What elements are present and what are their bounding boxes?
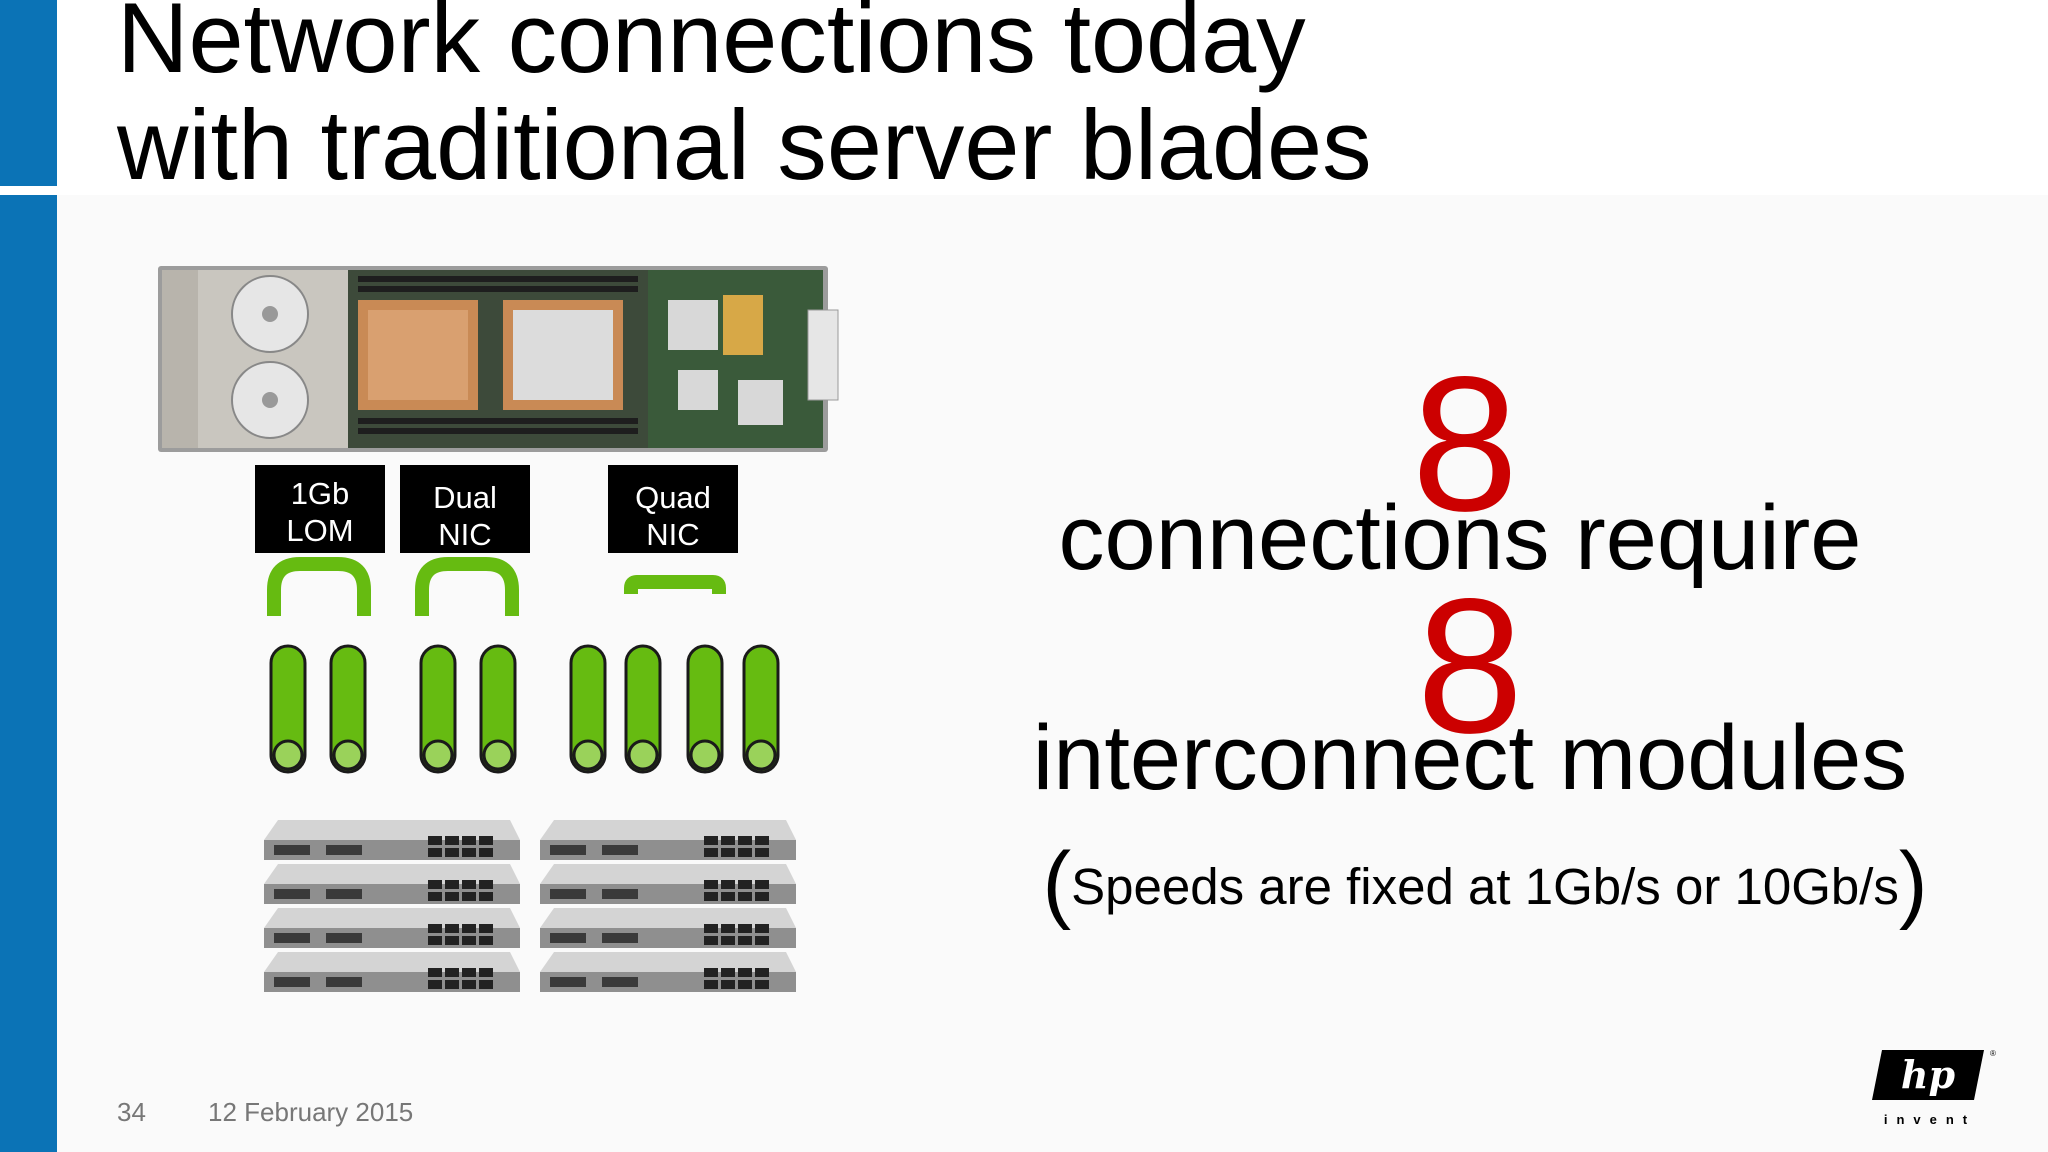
quad-nic-bracket xyxy=(624,575,726,594)
connector-dual-1 xyxy=(419,644,457,774)
interconnect-module-8 xyxy=(540,952,796,992)
adapter-label-quad-nic: Quad NIC xyxy=(608,465,738,553)
connector-quad-1 xyxy=(569,644,607,774)
modules-text: interconnect modules xyxy=(1032,707,1908,809)
left-accent-bar xyxy=(0,195,57,1152)
slide-date: 12 February 2015 xyxy=(208,1097,414,1127)
interconnect-module-5 xyxy=(264,908,520,948)
adapter-label-dual-nic: Dual NIC xyxy=(400,465,530,553)
connector-quad-4 xyxy=(742,644,780,774)
speeds-note: (Speeds are fixed at 1Gb/s or 10Gb/s) xyxy=(980,838,1990,932)
modules-count: 8 xyxy=(1416,558,1524,773)
dual-nic-bracket xyxy=(415,557,519,616)
adapter-label-line1: Dual xyxy=(433,480,497,515)
speeds-text: Speeds are fixed at 1Gb/s or 10Gb/s xyxy=(1071,858,1899,915)
adapter-label-line1: 1Gb xyxy=(290,476,350,511)
interconnect-module-1 xyxy=(264,820,520,860)
interconnect-module-3 xyxy=(264,864,520,904)
left-accent-bar-top xyxy=(0,0,57,186)
svg-text:hp: hp xyxy=(1901,1052,1956,1097)
connections-count: 8 xyxy=(1411,336,1519,551)
hp-logo: hp invent ® xyxy=(1872,1049,1996,1127)
svg-text:invent: invent xyxy=(1884,1112,1976,1127)
interconnect-module-7 xyxy=(264,952,520,992)
connector-quad-3 xyxy=(686,644,724,774)
adapter-label-line2: LOM xyxy=(286,513,354,548)
adapter-label-lom: 1Gb LOM xyxy=(255,465,385,553)
connector-quad-2 xyxy=(624,644,662,774)
title-line-1: Network connections today xyxy=(117,0,1306,93)
open-paren: ( xyxy=(1042,835,1072,931)
adapter-label-line1: Quad xyxy=(635,480,711,515)
connections-diagram xyxy=(267,557,780,774)
interconnect-modules-image xyxy=(264,820,796,992)
title-line-2: with traditional server blades xyxy=(117,89,1372,200)
page-number: 34 xyxy=(117,1097,146,1127)
lom-bracket xyxy=(267,557,371,616)
close-paren: ) xyxy=(1898,835,1928,931)
connector-lom-2 xyxy=(329,644,367,774)
slide-title: Network connections today with tradition… xyxy=(117,0,1617,198)
svg-text:®: ® xyxy=(1990,1049,1996,1058)
connections-text: connections require xyxy=(1058,487,1862,589)
server-blade-image xyxy=(158,266,839,452)
connector-lom-1 xyxy=(269,644,307,774)
connector-dual-2 xyxy=(479,644,517,774)
adapter-label-line2: NIC xyxy=(646,517,700,552)
interconnect-module-4 xyxy=(540,864,796,904)
interconnect-module-2 xyxy=(540,820,796,860)
adapter-label-line2: NIC xyxy=(438,517,492,552)
interconnect-module-6 xyxy=(540,908,796,948)
